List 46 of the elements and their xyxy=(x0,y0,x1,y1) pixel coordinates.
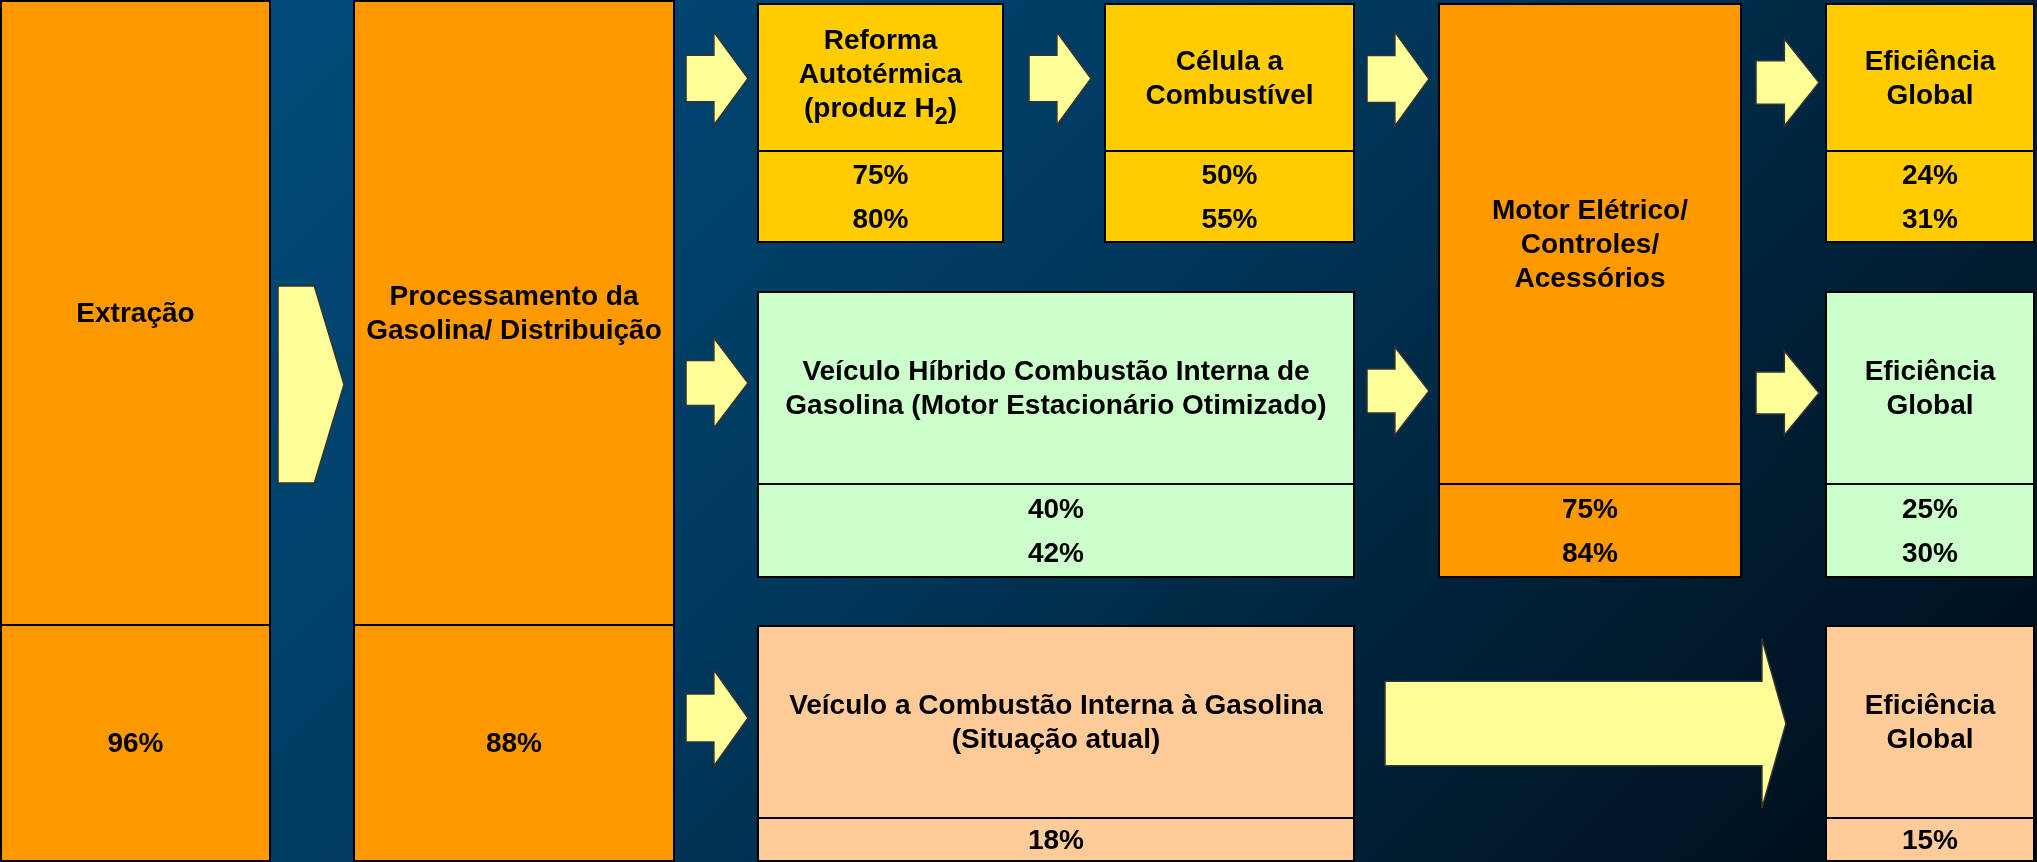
efficiency-value: 50% xyxy=(1201,157,1258,192)
efficiency-value: 84% xyxy=(1561,535,1618,570)
stage-label: Processamento da Gasolina/ Distribuição xyxy=(365,279,663,347)
process-box xyxy=(1825,3,2035,243)
process-box xyxy=(757,291,1355,578)
efficiency-value: 80% xyxy=(852,201,909,236)
stage-label: Célula a Combustível xyxy=(1144,43,1315,112)
block-arrow xyxy=(685,29,749,128)
block-arrow xyxy=(1028,29,1092,128)
block-arrow xyxy=(1366,29,1430,129)
process-box xyxy=(757,3,1004,243)
stage-label: Extração xyxy=(76,296,195,330)
process-box xyxy=(757,625,1355,862)
block-arrow xyxy=(1755,348,1820,438)
stage-label: Veículo a Combustão Interna à Gasolina (Situação atual) xyxy=(788,688,1324,756)
efficiency-value: 55% xyxy=(1201,201,1258,236)
process-box xyxy=(0,0,271,862)
efficiency-value: 18% xyxy=(1027,822,1084,857)
efficiency-value: 31% xyxy=(1901,201,1958,236)
stage-label: Eficiência Global xyxy=(1863,688,1997,756)
efficiency-value: 96% xyxy=(107,726,164,760)
efficiency-value: 75% xyxy=(1561,491,1618,526)
process-box xyxy=(1825,291,2035,578)
block-arrow xyxy=(1755,36,1820,129)
efficiency-value: 88% xyxy=(485,726,542,760)
efficiency-value: 25% xyxy=(1901,491,1958,526)
stage-label: Eficiência Global xyxy=(1863,43,1997,112)
efficiency-value: 30% xyxy=(1901,535,1958,570)
process-box xyxy=(1438,3,1742,578)
block-arrow xyxy=(685,667,749,769)
efficiency-value: 24% xyxy=(1901,157,1958,192)
block-arrow xyxy=(277,285,345,484)
block-arrow xyxy=(1366,344,1430,438)
efficiency-value: 75% xyxy=(852,157,909,192)
process-box xyxy=(353,0,675,862)
process-box xyxy=(1104,3,1355,243)
stage-label: Reforma Autotérmica (produz H$_{2}$) xyxy=(797,22,964,131)
efficiency-value: 40% xyxy=(1027,491,1084,526)
block-arrow xyxy=(1384,638,1787,809)
efficiency-value: 42% xyxy=(1027,535,1084,570)
stage-label: Eficiência Global xyxy=(1863,354,1997,422)
stage-label: Veículo Híbrido Combustão Interna de Gasolina (Motor Estacionário Otimizado) xyxy=(784,354,1328,422)
stage-label: Motor Elétrico/ Controles/ Acessórios xyxy=(1491,193,1689,295)
efficiency-value: 15% xyxy=(1901,822,1958,857)
block-arrow xyxy=(685,335,749,431)
process-box xyxy=(1825,625,2035,862)
